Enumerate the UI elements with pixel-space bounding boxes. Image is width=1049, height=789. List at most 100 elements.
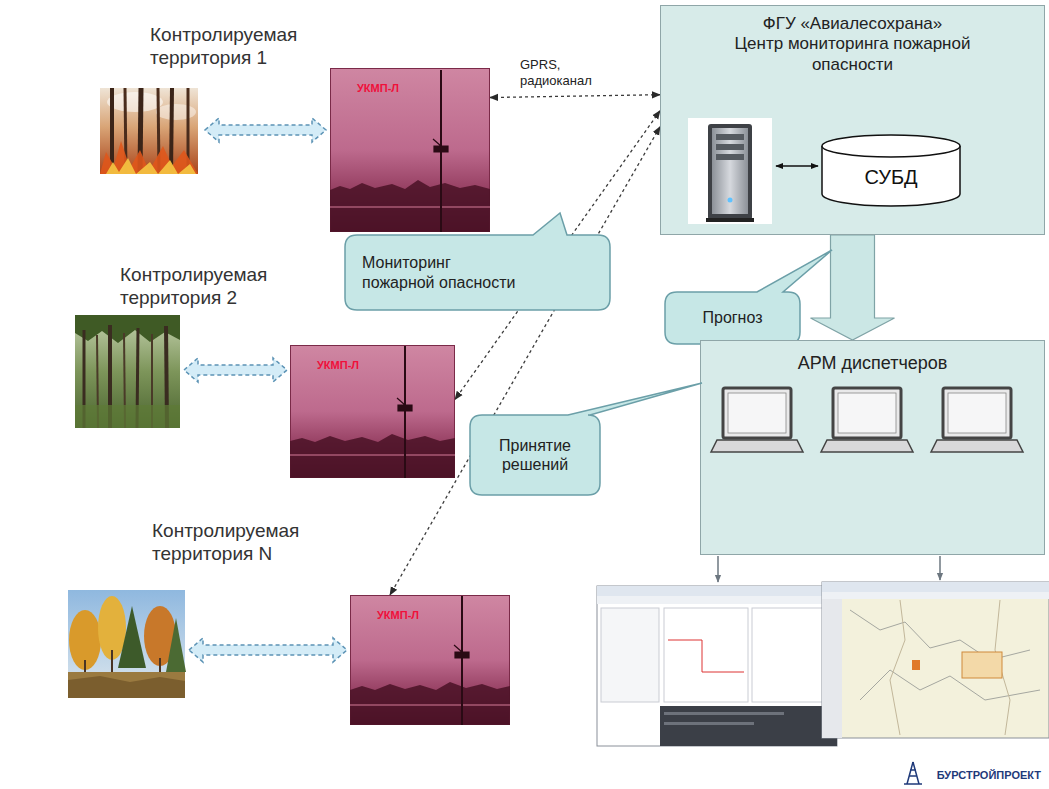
- station-image: УКМП-Л: [290, 345, 455, 478]
- autumn-forest-photo: [166, 618, 186, 672]
- pine-forest-photo: [75, 315, 180, 428]
- laptop-icon: [821, 440, 913, 452]
- station-mast: [350, 705, 510, 706]
- pine-forest-photo: [137, 328, 138, 428]
- logo-text: БУРСТРОЙПРОЕКТ: [937, 769, 1041, 782]
- territory-title: Контролируемая территория 1: [150, 24, 350, 70]
- station-mast: [290, 455, 455, 456]
- laptop-icon: [723, 388, 791, 438]
- software-screenshot: [752, 608, 832, 702]
- autumn-forest-photo: [68, 676, 185, 698]
- output-arrow: [718, 556, 940, 582]
- pine-forest-photo: [124, 333, 125, 428]
- map-screenshot: [912, 660, 920, 670]
- territory-title: Контролируемая территория N: [152, 520, 352, 566]
- software-screenshot: [664, 712, 784, 715]
- forest-fire-photo: [156, 104, 196, 120]
- callout-text: Принятие решений: [479, 436, 591, 474]
- dashed-link: [490, 95, 660, 98]
- server-icon: [706, 218, 754, 222]
- forest-fire-photo: [171, 88, 172, 174]
- station-mast: [330, 207, 490, 208]
- pine-forest-photo: [151, 334, 153, 428]
- text-holder: ФГУ «Авиалесохрана»Центр мониторинга пож…: [661, 14, 1044, 75]
- station-mast: [330, 180, 490, 232]
- map-screenshot: [822, 592, 1049, 599]
- station-name: УКМП-Л: [317, 359, 359, 372]
- map-screenshot: [822, 599, 842, 738]
- callout-fill: [345, 213, 610, 310]
- station-name: УКМП-Л: [357, 82, 399, 95]
- text-holder: Прогноз: [665, 292, 800, 344]
- forest-fire-photo: [125, 88, 126, 174]
- logo-icon: [904, 762, 922, 784]
- map-screenshot: [962, 652, 1002, 678]
- callout-outline: [345, 235, 610, 310]
- autumn-forest-photo: [159, 658, 161, 690]
- software-screenshot: [664, 722, 754, 725]
- database-cylinder: СУБД: [821, 134, 961, 206]
- station-mast: [433, 139, 448, 152]
- server-icon: [708, 124, 752, 220]
- software-screenshot: [597, 586, 837, 746]
- autumn-forest-photo: [68, 672, 185, 698]
- text-holder: АРМ диспетчеров: [701, 353, 1044, 375]
- autumn-forest-photo: [144, 606, 176, 666]
- exchange-arrow: [184, 118, 347, 662]
- server-icon: [688, 118, 772, 224]
- text-holder: УКМП-Л: [317, 359, 427, 372]
- workstation-box: АРМ диспетчеров: [700, 340, 1045, 555]
- callout-text: Мониторинг пожарной опасности: [362, 253, 524, 291]
- software-screenshot: [660, 706, 837, 746]
- edge-label: GPRS, радиоканал: [520, 57, 612, 88]
- forest-fire-photo: [187, 88, 190, 174]
- text-holder: УКМП-Л: [377, 609, 487, 622]
- label-box: БУРСТРОЙПРОЕКТ: [937, 769, 1041, 782]
- laptop-icon: [838, 393, 896, 433]
- map-screenshot: [890, 600, 905, 735]
- exchange-arrow: [205, 118, 326, 142]
- software-screenshot: [664, 608, 748, 702]
- software-screenshot: [597, 586, 837, 596]
- station-mast: [350, 682, 510, 725]
- ellipse-fill: [37, 500, 394, 702]
- output-arrow: [717, 556, 719, 582]
- station-name: УКМП-Л: [377, 609, 419, 622]
- software-screenshot: [597, 596, 837, 604]
- map-screenshot: [822, 582, 1049, 738]
- pine-forest-photo: [75, 315, 180, 428]
- software-screenshot: [597, 586, 837, 746]
- server-icon: [716, 134, 744, 140]
- data-arrow: [776, 165, 818, 167]
- forest-fire-photo: [110, 88, 114, 174]
- station-mast: [404, 346, 406, 478]
- callout-outline: [470, 415, 600, 495]
- map-screenshot: [850, 610, 1030, 660]
- autumn-forest-photo: [68, 590, 185, 698]
- station-mast: [440, 70, 442, 232]
- forest-fire-photo: [107, 92, 163, 112]
- territory-ellipse: Контролируемая территория 2 УКМП-Л: [35, 242, 395, 457]
- territory-ellipse: Контролируемая территория 1УКМП-Л: [35, 2, 395, 184]
- forest-fire-photo: [158, 88, 159, 174]
- map-screenshot: [995, 600, 1010, 735]
- autumn-forest-photo: [69, 610, 101, 670]
- callout-text: Прогноз: [702, 308, 762, 327]
- autumn-forest-photo: [84, 660, 86, 690]
- exchange-arrow: [189, 638, 347, 662]
- text-holder: Мониторинг пожарной опасности: [362, 235, 602, 310]
- cylinder-top: [822, 135, 960, 157]
- output-arrow: [939, 556, 941, 580]
- forest-fire-photo: [106, 158, 196, 174]
- text-holder: Контролируемая территория N: [152, 520, 387, 566]
- logo-icon: [904, 762, 922, 784]
- station-mast: [454, 645, 469, 658]
- text-holder: Контролируемая территория 1: [150, 24, 385, 70]
- text-holder: Контролируемая территория 2: [120, 264, 355, 310]
- map-screenshot: [822, 582, 1049, 738]
- text-holder: УКМП-Л: [357, 82, 467, 95]
- box-title: АРМ диспетчеров: [798, 353, 948, 375]
